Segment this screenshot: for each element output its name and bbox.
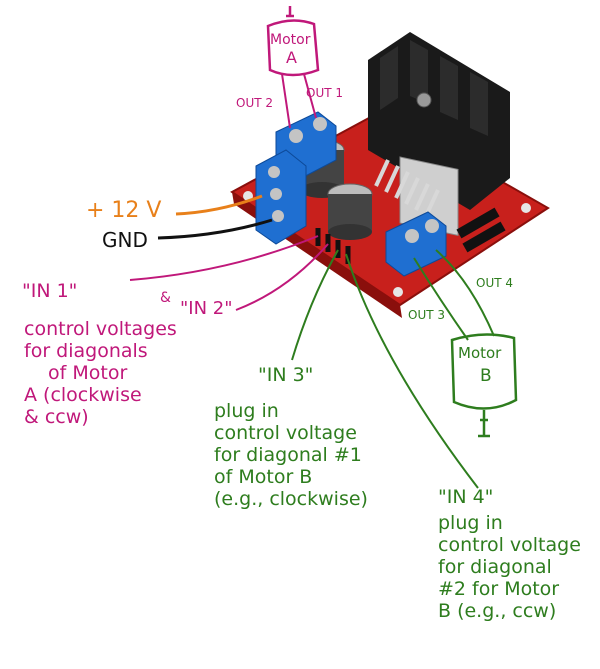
in4-desc-line: control voltage: [438, 534, 581, 556]
in3-desc-line: plug in: [214, 400, 368, 422]
in3-desc-line: of Motor B: [214, 466, 368, 488]
mounting-hole: [521, 203, 531, 213]
in3-desc-line: (e.g., clockwise): [214, 488, 368, 510]
in4-desc-line: plug in: [438, 512, 581, 534]
in4-desc-line: for diagonal: [438, 556, 581, 578]
terminal-block-power: [256, 150, 306, 244]
in4-desc-line: #2 for Motor: [438, 578, 581, 600]
in1-label: "IN 1": [22, 280, 77, 302]
out3-label: OUT 3: [408, 308, 445, 322]
out1-label: OUT 1: [306, 86, 343, 100]
gnd-label: GND: [102, 228, 148, 252]
in1-wire: [130, 236, 318, 280]
in4-description: plug in control voltage for diagonal #2 …: [438, 512, 581, 622]
in3-desc-line: for diagonal #1: [214, 444, 368, 466]
mounting-hole: [393, 287, 403, 297]
in3-description: plug in control voltage for diagonal #1 …: [214, 400, 368, 510]
in-ampersand: &: [160, 290, 171, 306]
motor-a-label-line1: Motor: [270, 32, 310, 48]
in2-label: "IN 2": [180, 298, 233, 319]
in12-description: control voltages for diagonals of Motor …: [24, 318, 177, 428]
in3-desc-line: control voltage: [214, 422, 368, 444]
motor-b-label-line1: Motor: [458, 344, 501, 362]
in3-label: "IN 3": [258, 364, 313, 386]
motor-b-label-line2: B: [480, 366, 492, 386]
out4-label: OUT 4: [476, 276, 513, 290]
in12-desc-line: of Motor: [24, 362, 177, 384]
plus-12v-label: + 12 V: [86, 198, 161, 223]
motor-a-label-line2: A: [286, 48, 297, 67]
out2-label: OUT 2: [236, 96, 273, 110]
in12-desc-line: control voltages: [24, 318, 177, 340]
in4-label: "IN 4": [438, 486, 493, 508]
in4-desc-line: B (e.g., ccw): [438, 600, 581, 622]
gnd-wire: [158, 220, 272, 238]
in12-desc-line: & ccw): [24, 406, 177, 428]
in12-desc-line: A (clockwise: [24, 384, 177, 406]
in12-desc-line: for diagonals: [24, 340, 177, 362]
